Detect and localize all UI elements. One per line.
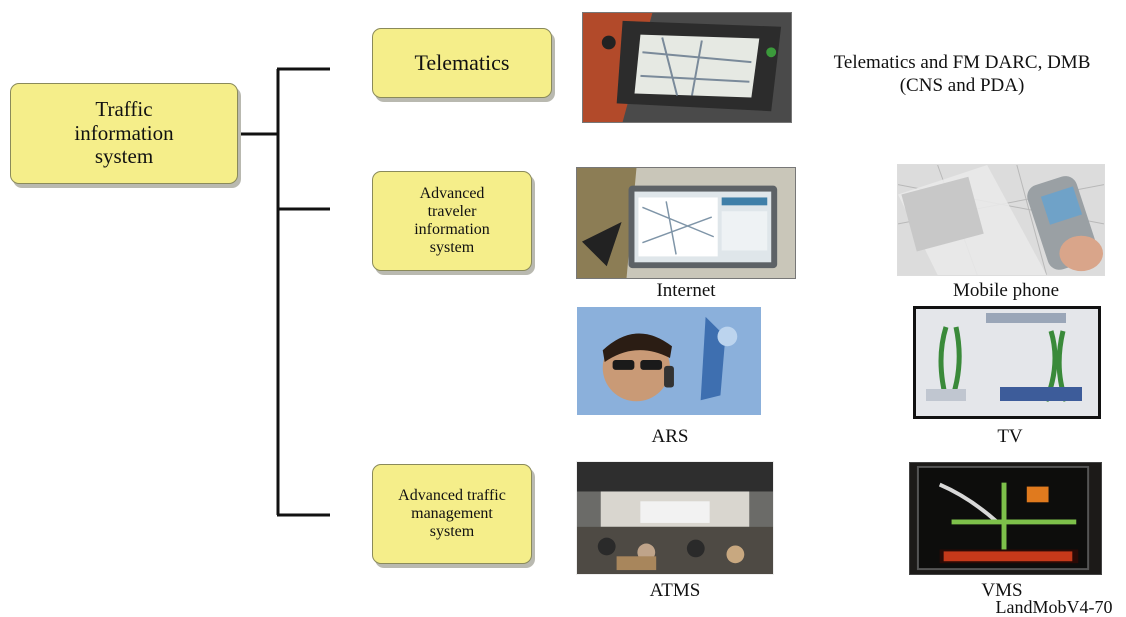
atms-caption: ATMS [649, 580, 701, 601]
telematics-device-photo [582, 12, 792, 123]
internet-caption: Internet [656, 280, 716, 301]
node-atis-label: Advanced traveler information system [414, 185, 490, 256]
tv-photo [913, 306, 1101, 419]
telematics-caption-line1: Telematics and FM DARC, DMB [833, 52, 1091, 73]
vms-caption: VMS [981, 580, 1023, 601]
tv-caption: TV [997, 426, 1023, 447]
atms-photo [576, 461, 774, 575]
node-advanced-traveler-information-system: Advanced traveler information system [372, 171, 532, 271]
telematics-caption-line2: (CNS and PDA) [899, 74, 1025, 96]
node-telematics-label: Telematics [414, 49, 510, 75]
mobile-phone-photo [897, 164, 1105, 276]
internet-photo [576, 167, 796, 279]
root-node-label: Traffic information system [74, 97, 174, 169]
telematics-caption: Telematics and FM DARC, DMB (CNS and PDA… [812, 52, 1112, 98]
mobile-phone-caption: Mobile phone [952, 280, 1060, 301]
node-telematics: Telematics [372, 28, 552, 98]
ars-caption: ARS [651, 426, 689, 447]
figure-id-label: LandMobV4-70 [995, 597, 1113, 617]
node-advanced-traffic-management-system: Advanced traffic management system [372, 464, 532, 564]
node-atms-label: Advanced traffic management system [398, 487, 506, 540]
vms-photo [909, 462, 1102, 575]
root-node-traffic-information-system: Traffic information system [10, 83, 238, 184]
ars-photo [576, 306, 762, 416]
